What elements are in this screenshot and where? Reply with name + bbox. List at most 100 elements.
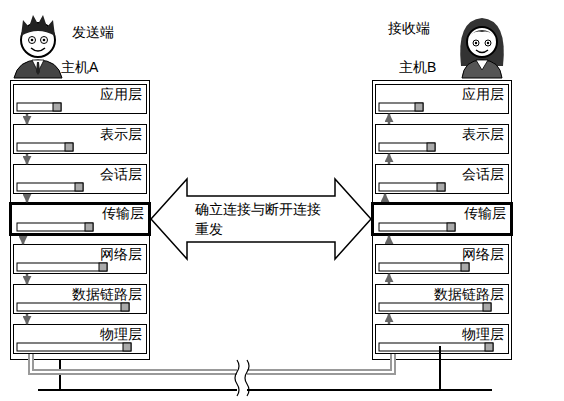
connector-path (388, 274, 391, 284)
break-gap (237, 360, 247, 398)
layer-box: 传输层 (9, 202, 151, 236)
sender-figure (14, 15, 62, 78)
layer-name: 会话层 (462, 166, 504, 182)
connector-path (388, 154, 391, 164)
connector-path (26, 194, 29, 202)
data-bar (379, 343, 493, 351)
figure-hair (460, 18, 504, 66)
connector-path (388, 236, 391, 244)
flow-arrow (23, 236, 24, 244)
connector-path (31, 354, 393, 372)
layer-box: 表示层 (13, 124, 147, 154)
header-bar (65, 143, 73, 151)
figure-head (467, 27, 497, 57)
flow-arrow (27, 114, 28, 124)
header-bar (123, 343, 131, 351)
layer-name: 应用层 (462, 86, 504, 102)
connector-path (388, 114, 391, 124)
bus-line (38, 389, 492, 391)
figure-eye (485, 40, 491, 46)
layer-name: 网络层 (462, 246, 504, 262)
host-name: 主机B (399, 59, 436, 75)
data-bar (379, 263, 469, 271)
layer-name: 物理层 (462, 326, 504, 342)
data-bar (379, 223, 455, 231)
layer-name: 数据链路层 (72, 286, 142, 302)
layer-box: 数据链路层 (375, 284, 509, 314)
figure-pupil (475, 42, 477, 44)
flow-arrow (389, 274, 390, 284)
header-bar (85, 223, 93, 231)
header-bar (427, 143, 435, 151)
header-bar (121, 303, 129, 311)
receiver-figure (460, 18, 504, 78)
host-stack: 主机A应用层表示层会话层传输层网络层数据链路层物理层 (10, 80, 150, 360)
connector-path (26, 314, 29, 324)
header-bar (447, 223, 455, 231)
drop-line (59, 360, 61, 390)
network-line (38, 346, 492, 390)
data-bar (17, 223, 93, 231)
role-label: 发送端 (72, 24, 114, 42)
host-name: 主机A (61, 59, 98, 75)
figure-eye (41, 37, 48, 44)
flow-arrow (27, 274, 28, 284)
figure-eye (473, 40, 479, 46)
figure-eye (29, 37, 36, 44)
header-bar (75, 183, 83, 191)
flow-arrow (27, 194, 28, 202)
connector-path (26, 114, 29, 124)
layer-name: 传输层 (102, 205, 144, 221)
layer-box: 物理层 (13, 324, 147, 354)
flow-arrow (389, 154, 390, 164)
figure-pupil (31, 39, 34, 42)
network-cable (31, 354, 393, 372)
header-bar (437, 183, 445, 191)
data-bar (17, 263, 107, 271)
flow-arrow (385, 194, 386, 202)
figure-hair (21, 15, 55, 36)
drop-line (439, 346, 441, 390)
layer-box: 网络层 (375, 244, 509, 274)
flow-arrow (27, 154, 28, 164)
connector-path (31, 354, 393, 372)
data-bar (17, 343, 131, 351)
break-mark (235, 360, 249, 398)
layer-name: 表示层 (462, 126, 504, 142)
layer-box: 数据链路层 (13, 284, 147, 314)
header-bar (485, 343, 493, 351)
figure-mouth (476, 50, 488, 53)
flow-arrow (389, 114, 390, 124)
header-bar (415, 103, 423, 111)
block-arrow (151, 179, 371, 259)
edge-label: 确立连接与断开连接 重发 (195, 199, 327, 239)
connector-path (388, 314, 391, 324)
connector-path (151, 179, 371, 259)
figure-tie (36, 62, 40, 75)
layer-box: 传输层 (371, 202, 513, 236)
layer-name: 应用层 (100, 86, 142, 102)
layer-box: 网络层 (13, 244, 147, 274)
data-bar (379, 183, 445, 191)
layer-box: 表示层 (375, 124, 509, 154)
data-bar (17, 303, 129, 311)
layer-box: 物理层 (375, 324, 509, 354)
layer-name: 表示层 (100, 126, 142, 142)
layer-box: 会话层 (13, 164, 147, 194)
flow-arrow (27, 314, 28, 324)
figure-mouth (31, 48, 45, 51)
layer-box: 应用层 (375, 84, 509, 114)
flow-arrow (389, 236, 390, 244)
data-bar (379, 103, 423, 111)
connector-path (384, 194, 387, 202)
layer-name: 会话层 (100, 166, 142, 182)
header-bar (53, 103, 61, 111)
figure-bangs (467, 30, 497, 38)
layer-box: 会话层 (375, 164, 509, 194)
break-line (235, 360, 239, 396)
layer-name: 数据链路层 (434, 286, 504, 302)
layer-name: 物理层 (100, 326, 142, 342)
header-bar (483, 303, 491, 311)
figure-collar (476, 60, 488, 70)
data-bar (17, 143, 73, 151)
